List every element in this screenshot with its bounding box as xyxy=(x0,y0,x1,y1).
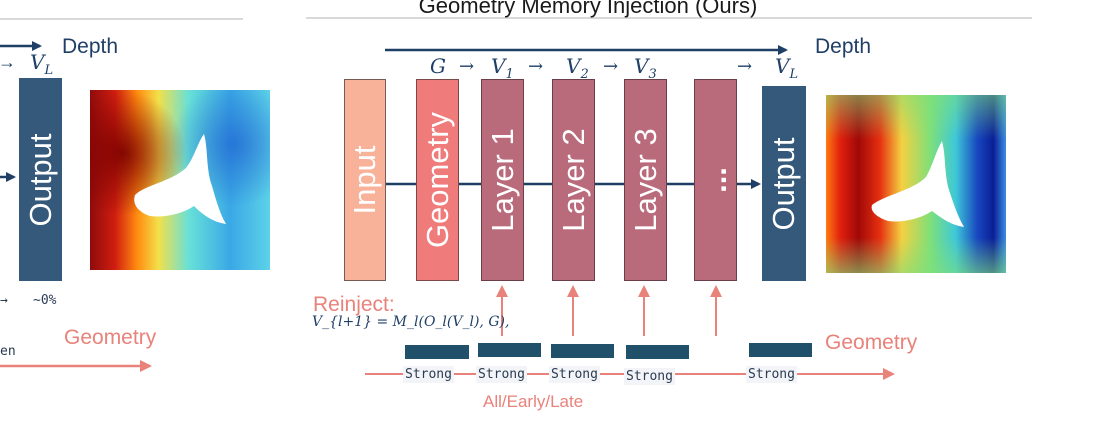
schedule-label: All/Early/Late xyxy=(483,392,584,411)
left-arrow-glyph: → xyxy=(0,52,16,72)
left-output-label: Output xyxy=(22,132,58,227)
strong-bar-1 xyxy=(405,345,469,359)
ellipsis-label: ... xyxy=(697,167,733,193)
seq-v3: V3 xyxy=(634,54,657,82)
strong-label-2: Strong xyxy=(476,366,527,383)
right-output-box: Output xyxy=(762,86,806,281)
left-depth-label: Depth xyxy=(62,35,119,58)
left-output-box: Output xyxy=(19,78,62,281)
left-v-label: VL xyxy=(30,50,54,78)
strong-label-5: Strong xyxy=(746,366,797,383)
left-arrow-text: → xyxy=(0,293,8,308)
right-geometry-label: Geometry xyxy=(825,331,918,354)
seq-arrow-2: → xyxy=(528,56,544,77)
input-box: Input xyxy=(344,79,386,281)
left-pct-text: ~0% xyxy=(33,293,57,308)
left-token-fragment: en xyxy=(0,344,16,359)
layer-2-box: Layer 2 xyxy=(552,79,595,281)
strong-bar-4 xyxy=(626,345,689,359)
left-depth-heatmap xyxy=(90,90,270,270)
strong-bar-5 xyxy=(749,343,812,357)
layer-3-label: Layer 3 xyxy=(627,128,663,232)
reinject-formula: V_{l+1} = M_l(O_l(V_l), G), xyxy=(312,314,510,330)
input-box-label: Input xyxy=(347,145,382,215)
strong-bar-2 xyxy=(478,343,541,357)
strong-label-1: Strong xyxy=(403,366,454,383)
seq-arrow-4: → xyxy=(737,56,753,77)
seq-v1: V1 xyxy=(491,54,514,82)
seq-g: G xyxy=(430,54,446,78)
seq-v2: V2 xyxy=(566,54,589,82)
seq-arrow-1: → xyxy=(459,56,475,77)
geometry-box: Geometry xyxy=(416,79,459,281)
layer-1-label: Layer 1 xyxy=(484,128,520,232)
seq-vl: VL xyxy=(775,54,799,82)
left-geometry-label: Geometry xyxy=(64,326,157,349)
strong-label-3: Strong xyxy=(549,366,600,383)
reinject-label: Reinject: xyxy=(313,293,395,316)
layer-1-box: Layer 1 xyxy=(481,79,524,281)
right-output-label: Output xyxy=(766,136,801,231)
strong-bar-3 xyxy=(551,344,614,358)
geometry-box-label: Geometry xyxy=(419,111,455,249)
layer-2-label: Layer 2 xyxy=(555,128,591,232)
left-top-divider xyxy=(0,18,243,20)
seq-arrow-3: → xyxy=(603,56,619,77)
figure-title: Geometry Memory Injection (Ours) xyxy=(418,0,758,18)
right-top-divider xyxy=(306,17,1032,19)
right-depth-label: Depth xyxy=(815,35,872,58)
ellipsis-box: ... xyxy=(694,79,737,281)
layer-3-box: Layer 3 xyxy=(624,79,667,281)
strong-label-4: Strong xyxy=(624,368,675,385)
right-depth-heatmap xyxy=(826,95,1006,273)
